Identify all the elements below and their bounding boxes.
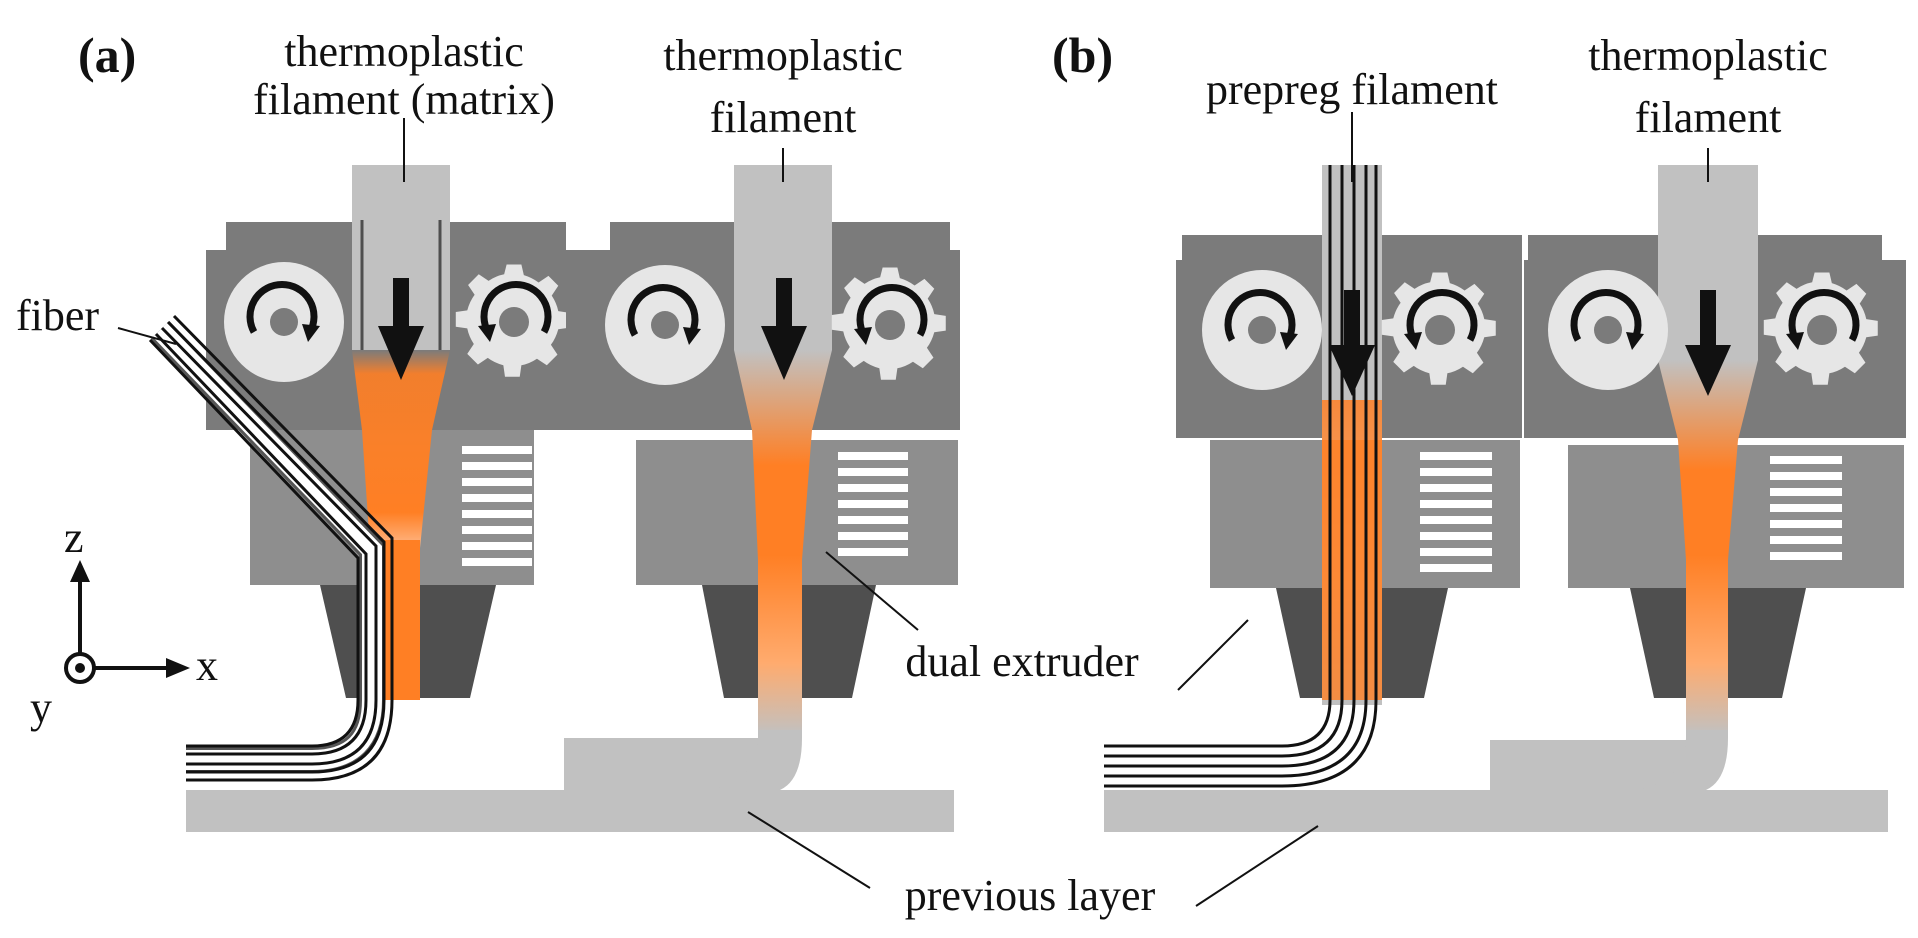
label-thermo-b2-2: filament [1635, 93, 1782, 142]
panel-b-label: (b) [1052, 27, 1113, 83]
panel-b: (b) prepreg filament thermoplastic filam… [1052, 27, 1906, 907]
axis-y-label: y [30, 683, 52, 732]
label-thermo-matrix-1: thermoplastic [284, 27, 524, 76]
heat-sink-a1 [462, 446, 532, 566]
label-prepreg: prepreg filament [1206, 65, 1498, 114]
previous-layer-b [1104, 790, 1888, 832]
fiber-a [148, 314, 394, 782]
feed-arrow-a1 [378, 278, 424, 380]
feed-arrow-a2 [761, 278, 807, 380]
fiber-b [1104, 165, 1378, 788]
label-previous-layer: previous layer [905, 871, 1156, 920]
previous-layer-a [186, 790, 954, 832]
extruder-a2 [566, 165, 960, 790]
heat-sink-b2 [1770, 456, 1842, 560]
axes-icon: z x y [30, 513, 218, 732]
axis-z-label: z [64, 513, 84, 562]
label-thermo-a2-2: filament [710, 93, 857, 142]
label-fiber: fiber [16, 291, 99, 340]
feed-arrow-b1 [1329, 290, 1375, 396]
axis-x-label: x [196, 641, 218, 690]
heat-sink-a2 [838, 452, 908, 556]
label-thermo-b2-1: thermoplastic [1588, 31, 1828, 80]
label-thermo-a2-1: thermoplastic [663, 31, 903, 80]
panel-a: (a) thermoplastic filament (matrix) ther… [16, 27, 960, 889]
heat-sink-b1 [1420, 452, 1492, 572]
label-dual-extruder: dual extruder [905, 637, 1139, 686]
extruder-b1 [1176, 165, 1522, 705]
feed-arrow-b2 [1685, 290, 1731, 396]
panel-a-label: (a) [78, 27, 136, 83]
label-thermo-matrix-2: filament (matrix) [253, 75, 555, 124]
extruder-b2 [1524, 165, 1906, 790]
